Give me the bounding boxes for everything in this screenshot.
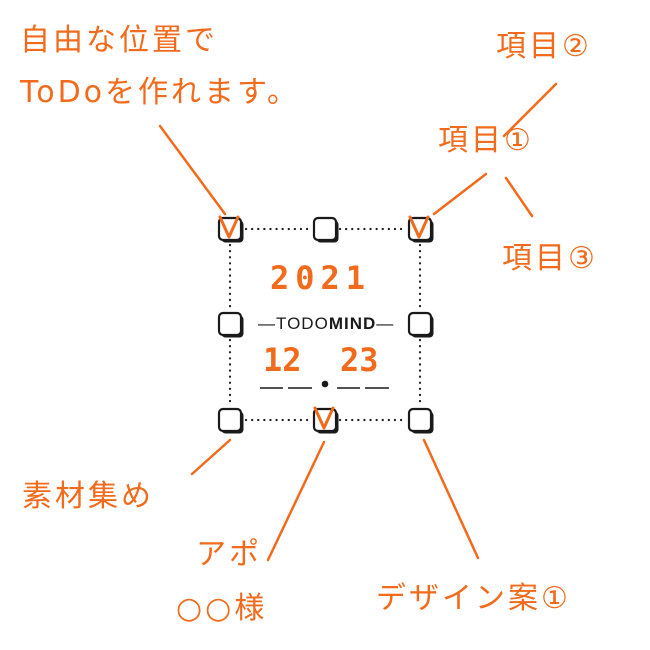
check-mark-icon (313, 406, 335, 430)
annotation-materials: 素材集め (22, 479, 154, 514)
brand-dash-right: — (376, 314, 395, 333)
checkbox-top-right[interactable] (407, 215, 434, 243)
brand-bold: MIND (328, 314, 377, 333)
annotation-appointment-line1: アポ (196, 537, 262, 572)
annotation-item1: 項目① (438, 123, 534, 158)
leader-lines (158, 82, 558, 562)
date-separator-dot (321, 380, 329, 388)
checkbox-box (312, 216, 338, 242)
annotation-top-left-line2: ToDoを作れます。 (20, 75, 301, 110)
checkbox-bottom-center[interactable] (312, 406, 339, 434)
annotation-item3: 項目③ (502, 241, 598, 276)
planner-year: 2021 (270, 259, 372, 297)
annotation-top-left-line1: 自由な位置で (20, 23, 218, 58)
checkbox-group (217, 215, 434, 434)
checkbox-box (407, 311, 433, 337)
checkbox-bottom-left[interactable] (217, 407, 244, 434)
checkbox-bottom-right[interactable] (407, 407, 434, 434)
checkbox-box (217, 407, 243, 433)
leader-line-appointment (266, 440, 326, 562)
check-mark-icon (408, 215, 430, 239)
leader-line-item1 (432, 172, 488, 216)
leader-line-design (422, 438, 480, 560)
check-mark-icon (218, 215, 240, 239)
checkbox-top-left[interactable] (217, 215, 244, 243)
planner-month: 12 (263, 341, 302, 379)
leader-line-item3 (504, 176, 534, 218)
checkbox-middle-right[interactable] (407, 311, 434, 338)
planner-brand: —TODOMIND— (258, 315, 394, 332)
dotted-frame (228, 227, 422, 422)
planner-day: 23 (340, 341, 379, 379)
brand-dash-left: — (258, 314, 276, 333)
leader-line-materials (190, 438, 232, 476)
checkbox-top-center[interactable] (312, 216, 339, 243)
checkbox-box (407, 407, 433, 433)
checkbox-middle-left[interactable] (217, 311, 244, 338)
annotation-appointment-line2: ○○様 (176, 591, 268, 626)
leader-line-top-left (158, 124, 227, 216)
annotation-item2: 項目② (496, 29, 592, 64)
brand-light: TODO (276, 314, 329, 333)
leader-line-item2 (502, 82, 558, 138)
checkbox-box (217, 311, 243, 337)
annotation-design: デザイン案① (376, 581, 571, 616)
